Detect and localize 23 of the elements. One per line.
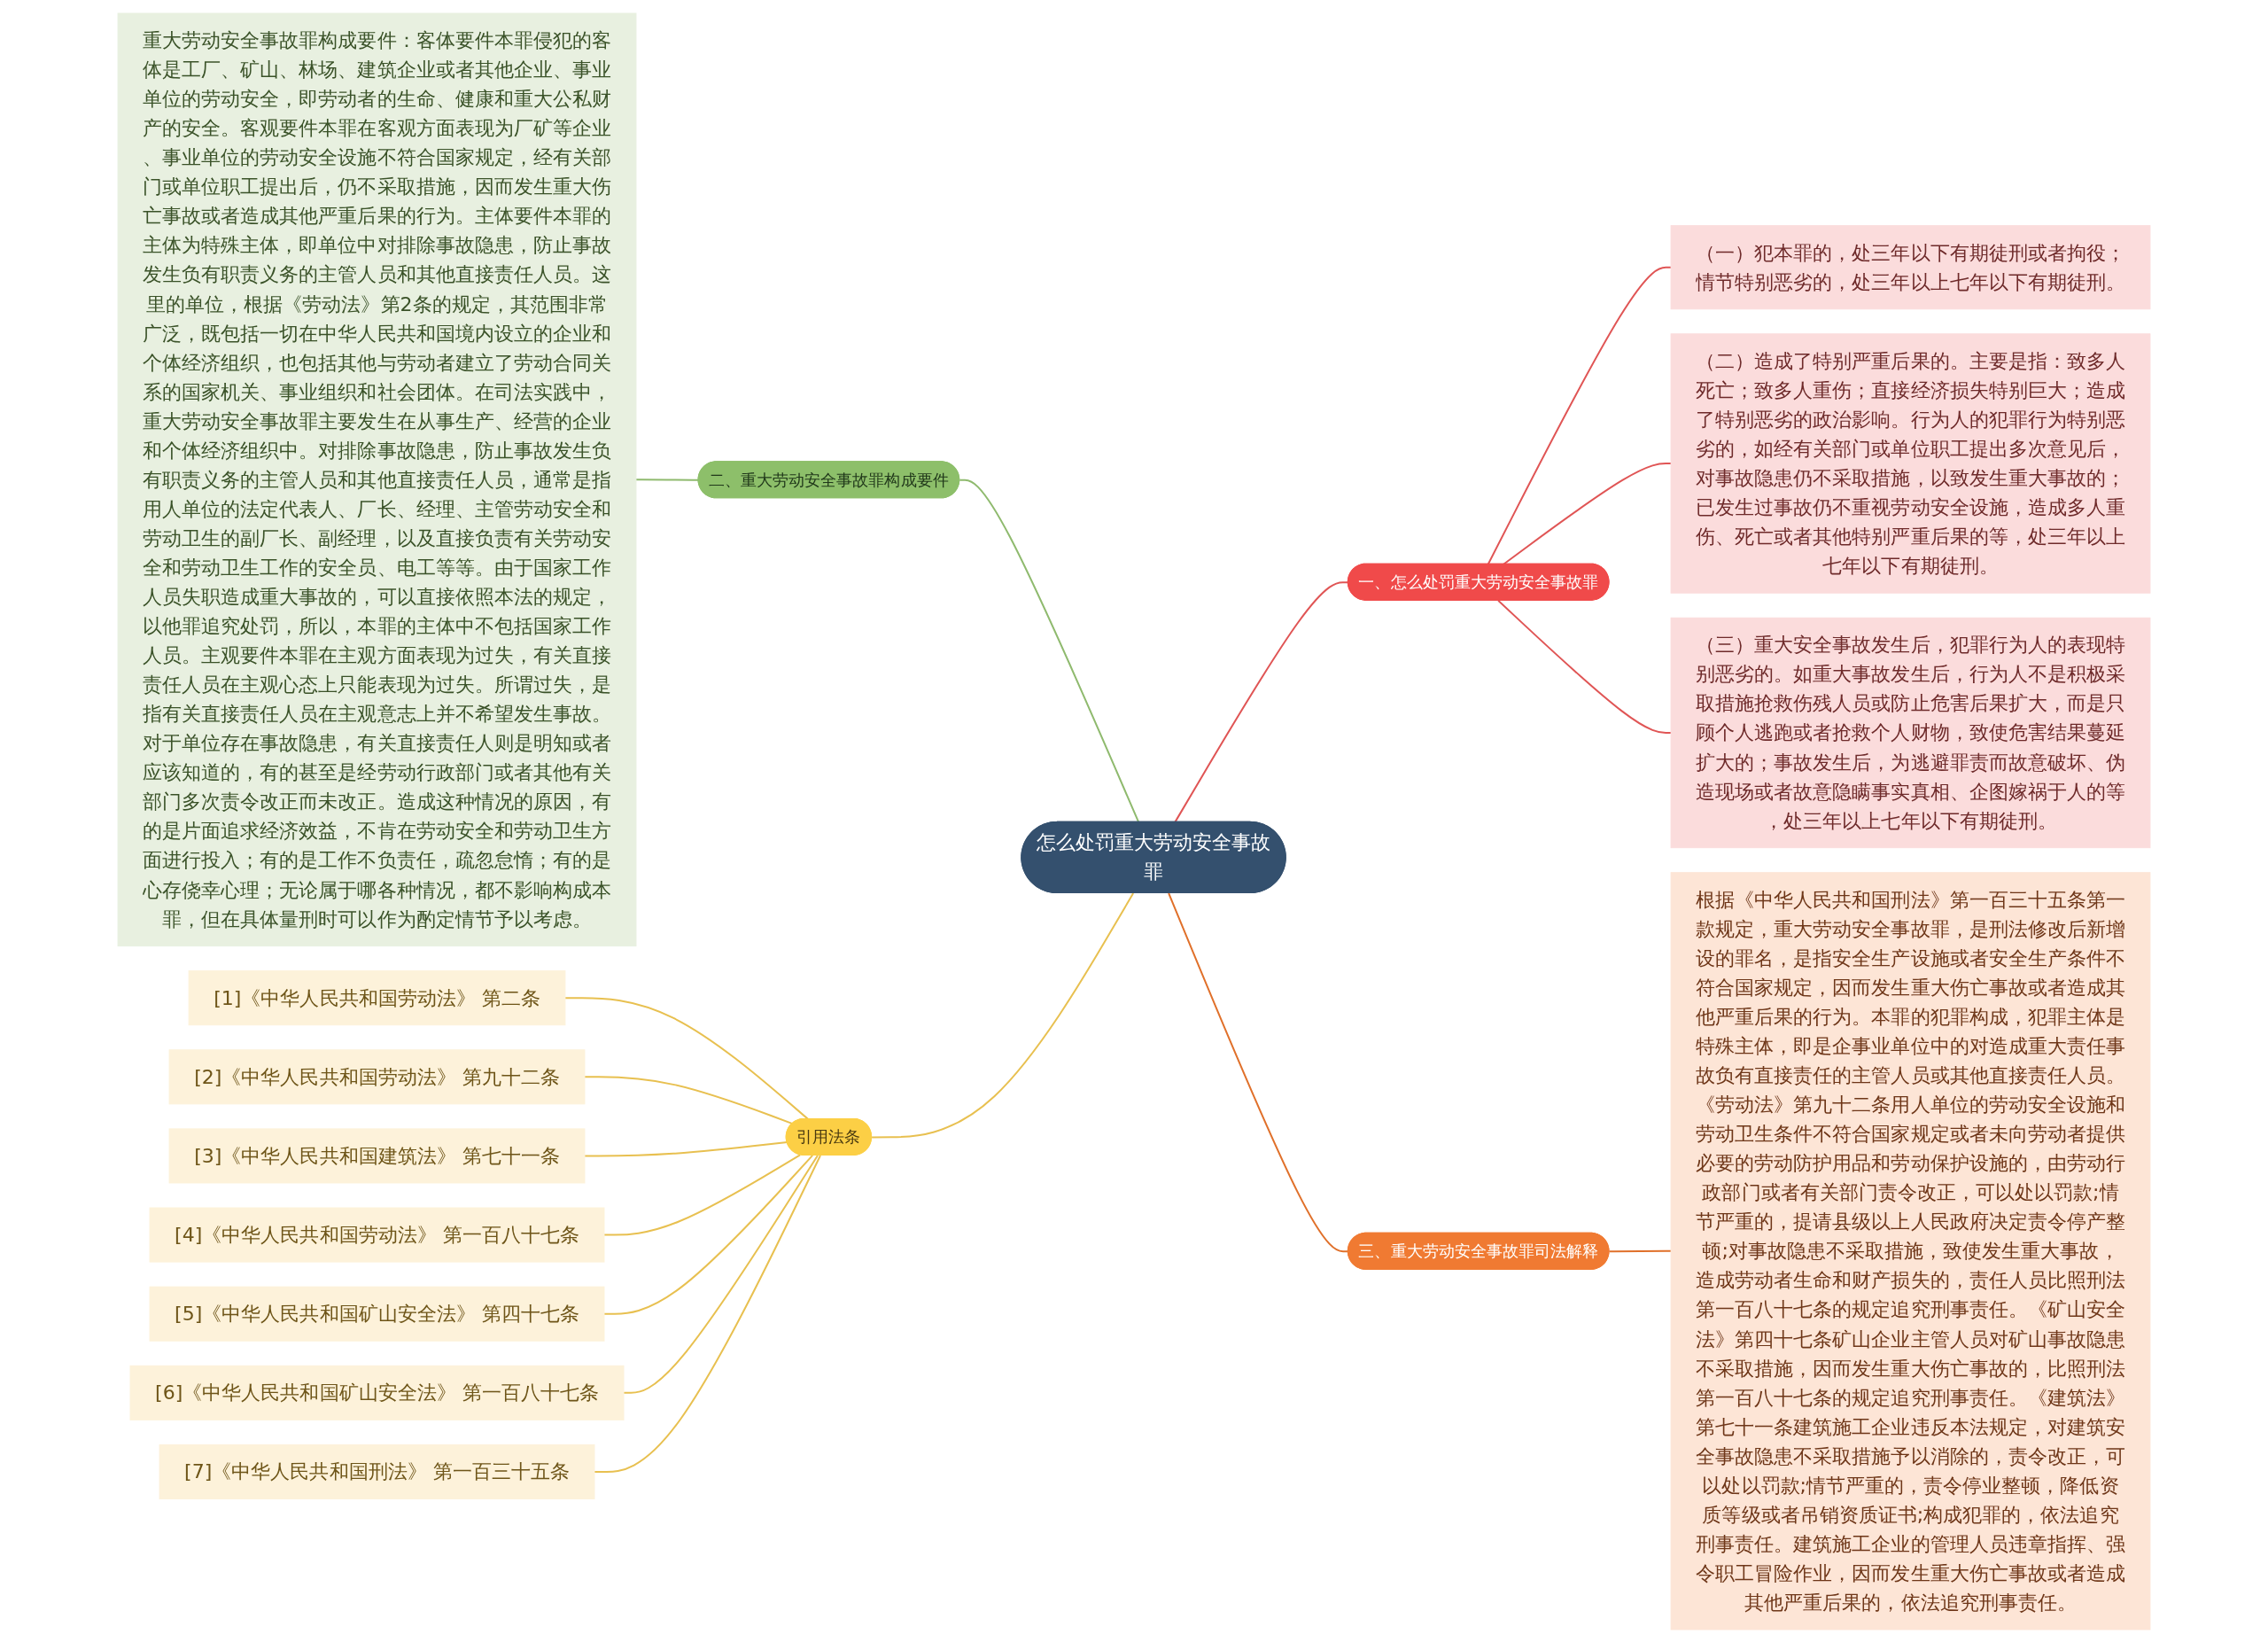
connector: [1608, 1249, 1673, 1252]
node-box: [7]《中华人民共和国刑法》 第一百三十五条: [159, 1444, 595, 1499]
connector: [583, 1075, 794, 1124]
connector: [871, 891, 1135, 1138]
node-box: （一）犯本罪的，处三年以下有期徒刑或者拘役；情节特别恶劣的，处三年以上七年以下有期徒刑。: [1670, 224, 2151, 309]
connector: [583, 1140, 788, 1156]
node-box: （三）重大安全事故发生后，犯罪行为人的表现特别恶劣的。如重大事故发生后，行为人不是积极采取措施抢救伤残人员或防止危害后果扩大，而是只顾个人逃跑或者抢救个人财物，致使危害结果蔓延扩大的；事故发生后，为逃避罪责而故意破坏、伪造现场或者故意隐瞒事实真相、企图嫁祸于人的等，处三年以上七年以下有期徒刑。: [1670, 617, 2151, 848]
connector: [593, 1154, 821, 1473]
connector: [603, 1154, 814, 1315]
connector: [623, 1154, 819, 1394]
node-box: [5]《中华人民共和国矿山安全法》 第四十七条: [149, 1286, 605, 1342]
connector: [1497, 599, 1673, 734]
node-box: 根据《中华人民共和国刑法》第一百三十五条第一款规定，重大劳动安全事故罪，是刑法修改后新增设的罪名，是指安全生产设施或者安全生产条件不符合国家规定，因而发生重大伤亡事故或者造成其他严重后果的行为。本罪的犯罪构成，犯罪主体是特殊主体，即是企事业单位中的对造成重大责任事故负有直接责任的主管人员或其他直接责任人员。《劳动法》第九十二条用人单位的劳动安全设施和劳动卫生条件不符合国家规定或者未向劳动者提供必要的劳动防护用品和劳动保护设施的，由劳动行政部门或者有关部门责令改正，可以处以罚款;情节严重的，提请县级以上人民政府决定责令停产整顿;对事故隐患不采取措施，致使发生重大事故，造成劳动者生命和财产损失的，责任人员比照刑法第一百八十七条的规定追究刑事责任。《矿山安全法》第四十七条矿山企业主管人员对矿山事故隐患不采取措施，因而发生重大伤亡事故的，比照刑法第一百八十七条的规定追究刑事责任。《建筑法》第七十一条建筑施工企业违反本法规定，对建筑安全事故隐患不采取措施予以消除的，责令改正，可以处以罚款;情节严重的，责令停业整顿，降低资质等级或者吊销资质证书;构成犯罪的，依法追究刑事责任。建筑施工企业的管理人员违章指挥、强令职工冒险作业，因而发生重大伤亡事故或者造成其他严重后果的，依法追究刑事责任。: [1670, 871, 2151, 1630]
node-box: （二）造成了特别严重后果的。主要是指：致多人死亡；致多人重伤；直接经济损失特别巨大；造成了特别恶劣的政治影响。行为人的犯罪行为特别恶劣的，如经有关部门或单位职工提出多次意见后，对事故隐患仍不采取措施，以致发生重大事故的；已发生过事故仍不重视劳动安全设施，造成多人重伤、死亡或者其他特别严重后果的等，处三年以上七年以下有期徒刑。: [1670, 332, 2151, 594]
node-box: 重大劳动安全事故罪构成要件：客体要件本罪侵犯的客体是工厂、矿山、林场、建筑企业或者其他企业、事业单位的劳动安全，即劳动者的生命、健康和重大公私财产的安全。客观要件本罪在客观方面表现为厂矿等企业、事业单位的劳动安全设施不符合国家规定，经有关部门或单位职工提出后，仍不采取措施，因而发生重大伤亡事故或者造成其他严重后果的行为。主体要件本罪的主体为特殊主体，即单位中对排除事故隐患，防止事故发生负有职责义务的主管人员和其他直接责任人员。这里的单位，根据《劳动法》第2条的规定，其范围非常广泛，既包括一切在中华人民共和国境内设立的企业和个体经济组织，也包括其他与劳动者建立了劳动合同关系的国家机关、事业组织和社会团体。在司法实践中，重大劳动安全事故罪主要发生在从事生产、经营的企业和个体经济组织中。对排除事故隐患，防止事故发生负有职责义务的主管人员和其他直接责任人员，通常是指用人单位的法定代表人、厂长、经理、主管劳动安全和劳动卫生的副厂长、副经理，以及直接负责有关劳动安全和劳动卫生工作的安全员、电工等等。由于国家工作人员失职造成重大事故的，可以直接依照本法的规定，以他罪追究处罚，所以，本罪的主体中不包括国家工作人员。主观要件本罪在主观方面表现为过失，有关直接责任人员在主观心态上只能表现为过失。所谓过失，是指有关直接责任人员在主观意志上并不希望发生事故。对于单位存在事故隐患，有关直接责任人则是明知或者应该知道的，有的甚至是经劳动行政部门或者其他有关部门多次责令改正而未改正。造成这种情况的原因，有的是片面追求经济效益，不肯在劳动安全和劳动卫生方面进行投入；有的是工作不负责任，疏忽怠惰；有的是心存侥幸心理；无论属于哪各种情况，都不影响构成本罪，但在具体量刑时可以作为酌定情节予以考虑。: [117, 12, 637, 946]
connector: [634, 478, 700, 481]
node-box: [6]《中华人民共和国矿山安全法》 第一百八十七条: [129, 1365, 625, 1420]
connector: [1168, 891, 1349, 1252]
node-box: [2]《中华人民共和国劳动法》 第九十二条: [168, 1048, 586, 1104]
node-box: [4]《中华人民共和国劳动法》 第一百八十七条: [149, 1207, 605, 1263]
connector: [603, 1153, 802, 1236]
node-box: [3]《中华人民共和国建筑法》 第七十一条: [168, 1127, 586, 1183]
node-box: [1]《中华人民共和国劳动法》 第二条: [188, 969, 566, 1025]
